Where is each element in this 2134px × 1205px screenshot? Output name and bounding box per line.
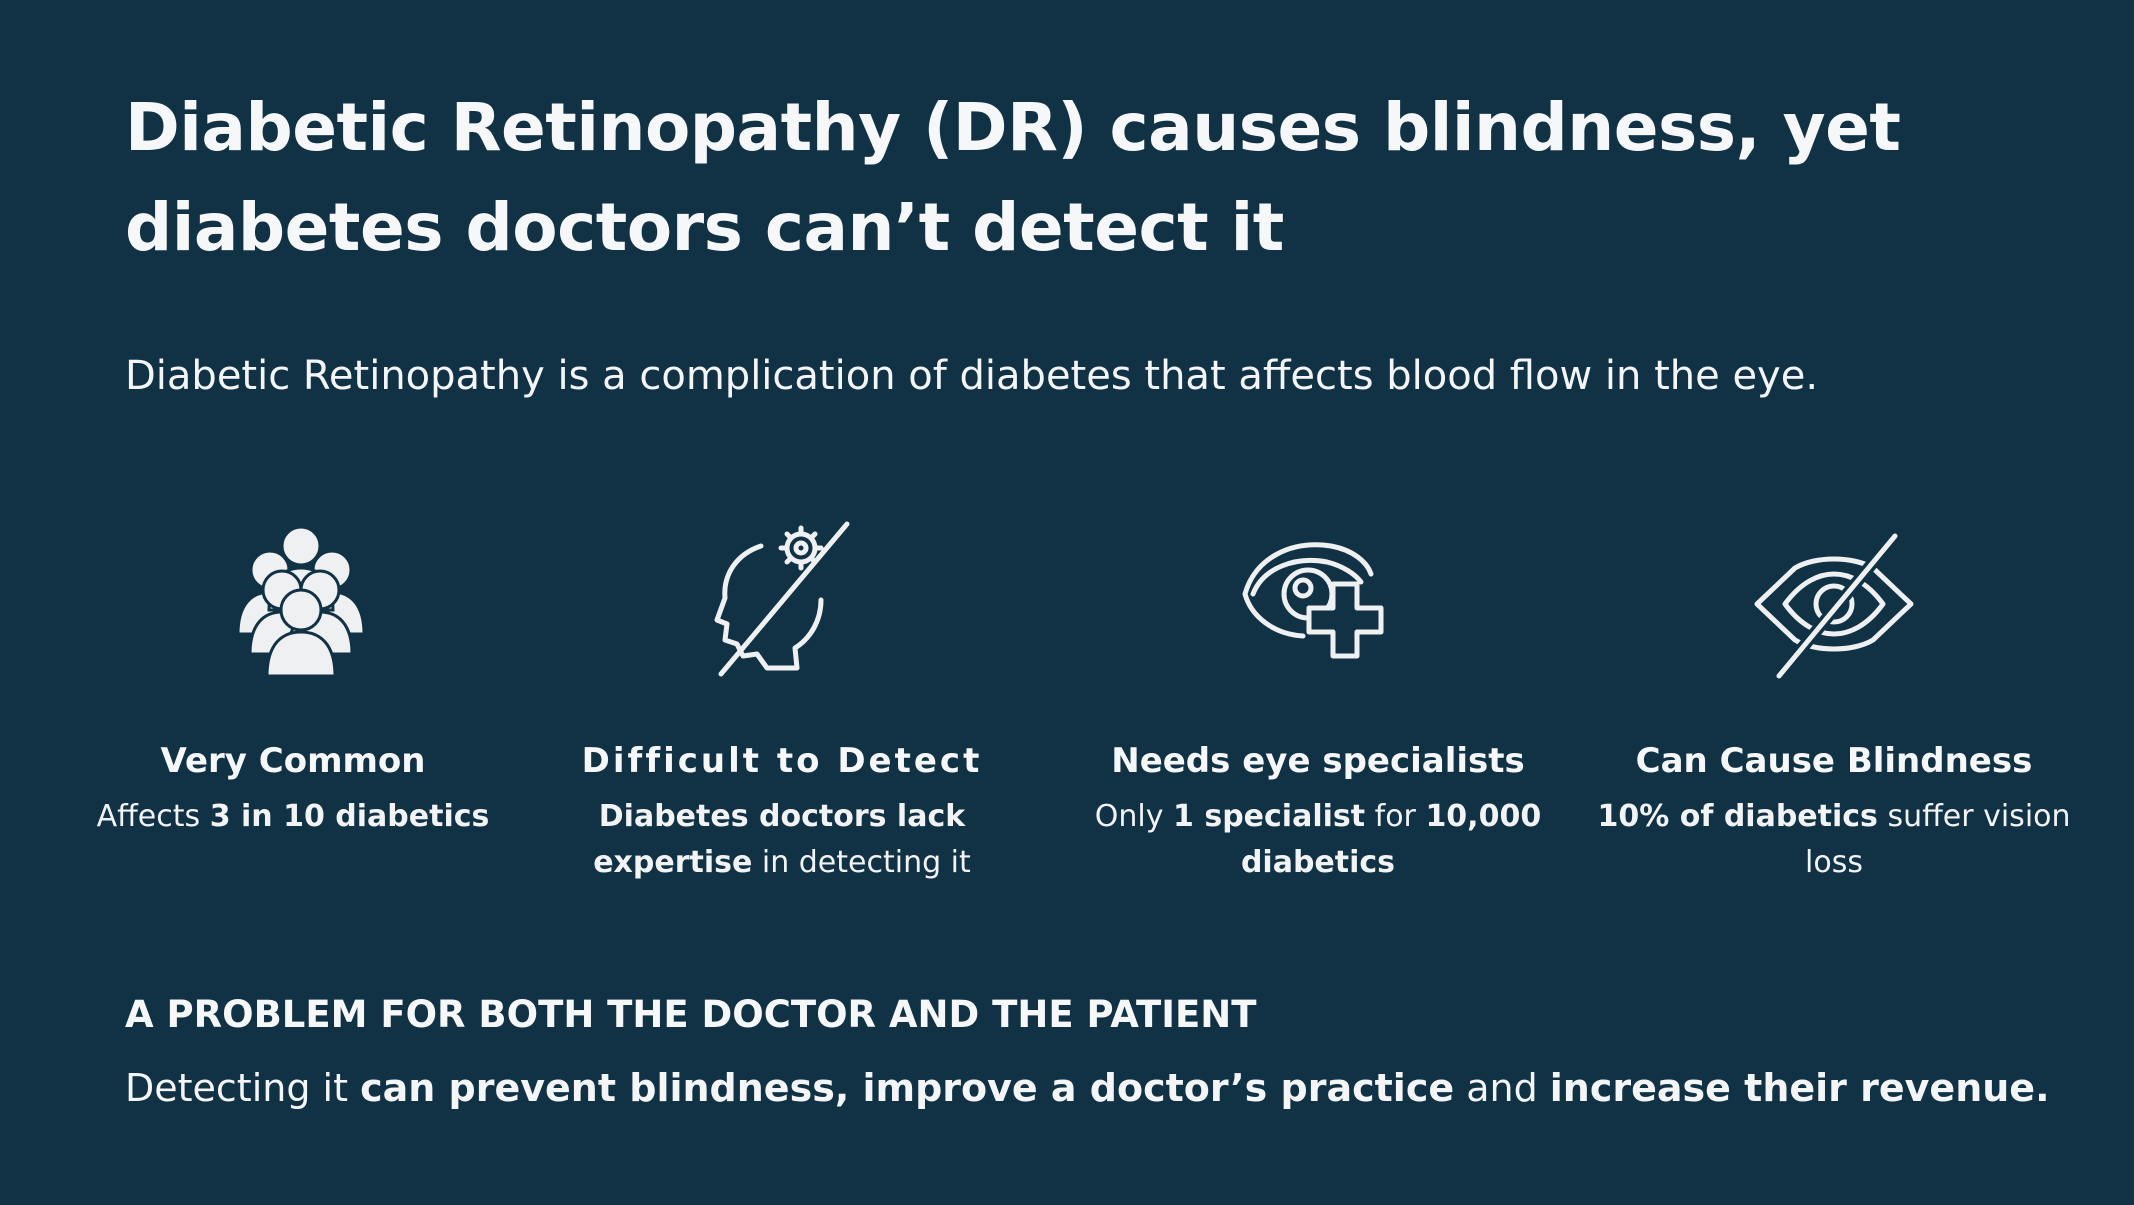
feature-desc-text: suffer vision loss	[1805, 799, 2071, 880]
feature-description: Affects 3 in 10 diabetics	[43, 794, 543, 840]
feature-desc-emphasis: 10,000 diabetics	[1240, 799, 1542, 880]
feature-title: Difficult to Detect	[581, 741, 983, 781]
feature-desc-emphasis: 1 specialist	[1173, 799, 1366, 834]
eye-medical-cross-icon	[1242, 542, 1384, 659]
feature-difficult-to-detect: Difficult to Detect Diabetes doctors lac…	[532, 516, 1032, 886]
feature-desc-emphasis: Diabetes doctors lack expertise	[593, 799, 966, 880]
eye-slash-icon	[1754, 530, 1914, 682]
feature-can-cause-blindness: Can Cause Blindness 10% of diabetics suf…	[1584, 516, 2084, 886]
closing-emphasis: can prevent blindness, improve a doctor’…	[360, 1066, 1455, 1110]
feature-title: Can Cause Blindness	[1635, 741, 2033, 781]
feature-desc-emphasis: 10% of diabetics	[1597, 799, 1878, 834]
feature-title: Very Common	[160, 741, 426, 781]
section-heading: A PROBLEM FOR BOTH THE DOCTOR AND THE PA…	[125, 993, 1257, 1036]
feature-desc-text: Affects	[96, 799, 210, 834]
feature-description: Diabetes doctors lack expertise in detec…	[532, 794, 1032, 886]
feature-very-common: Very Common Affects 3 in 10 diabetics	[43, 516, 543, 840]
feature-desc-text: Only	[1094, 799, 1174, 834]
feature-description: Only 1 specialist for 10,000 diabetics	[1068, 794, 1568, 886]
closing-emphasis: increase their revenue.	[1549, 1066, 2050, 1110]
slide-title: Diabetic Retinopathy (DR) causes blindne…	[125, 89, 1901, 266]
head-gear-slash-icon	[714, 521, 850, 677]
feature-title: Needs eye specialists	[1111, 741, 1525, 781]
closing-text: and	[1454, 1066, 1550, 1110]
feature-needs-eye-specialists: Needs eye specialists Only 1 specialist …	[1068, 516, 1568, 886]
feature-desc-emphasis: 3 in 10 diabetics	[209, 799, 490, 834]
closing-statement: Detecting it can prevent blindness, impr…	[125, 1060, 2105, 1116]
people-group-icon	[236, 525, 366, 678]
feature-description: 10% of diabetics suffer vision loss	[1584, 794, 2084, 886]
closing-text: Detecting it	[125, 1066, 361, 1110]
feature-row: Very Common Affects 3 in 10 diabetics Di…	[0, 516, 2134, 896]
slide-subtitle: Diabetic Retinopathy is a complication o…	[125, 353, 1819, 399]
feature-desc-text: in detecting it	[752, 845, 971, 880]
feature-desc-text: for	[1365, 799, 1426, 834]
